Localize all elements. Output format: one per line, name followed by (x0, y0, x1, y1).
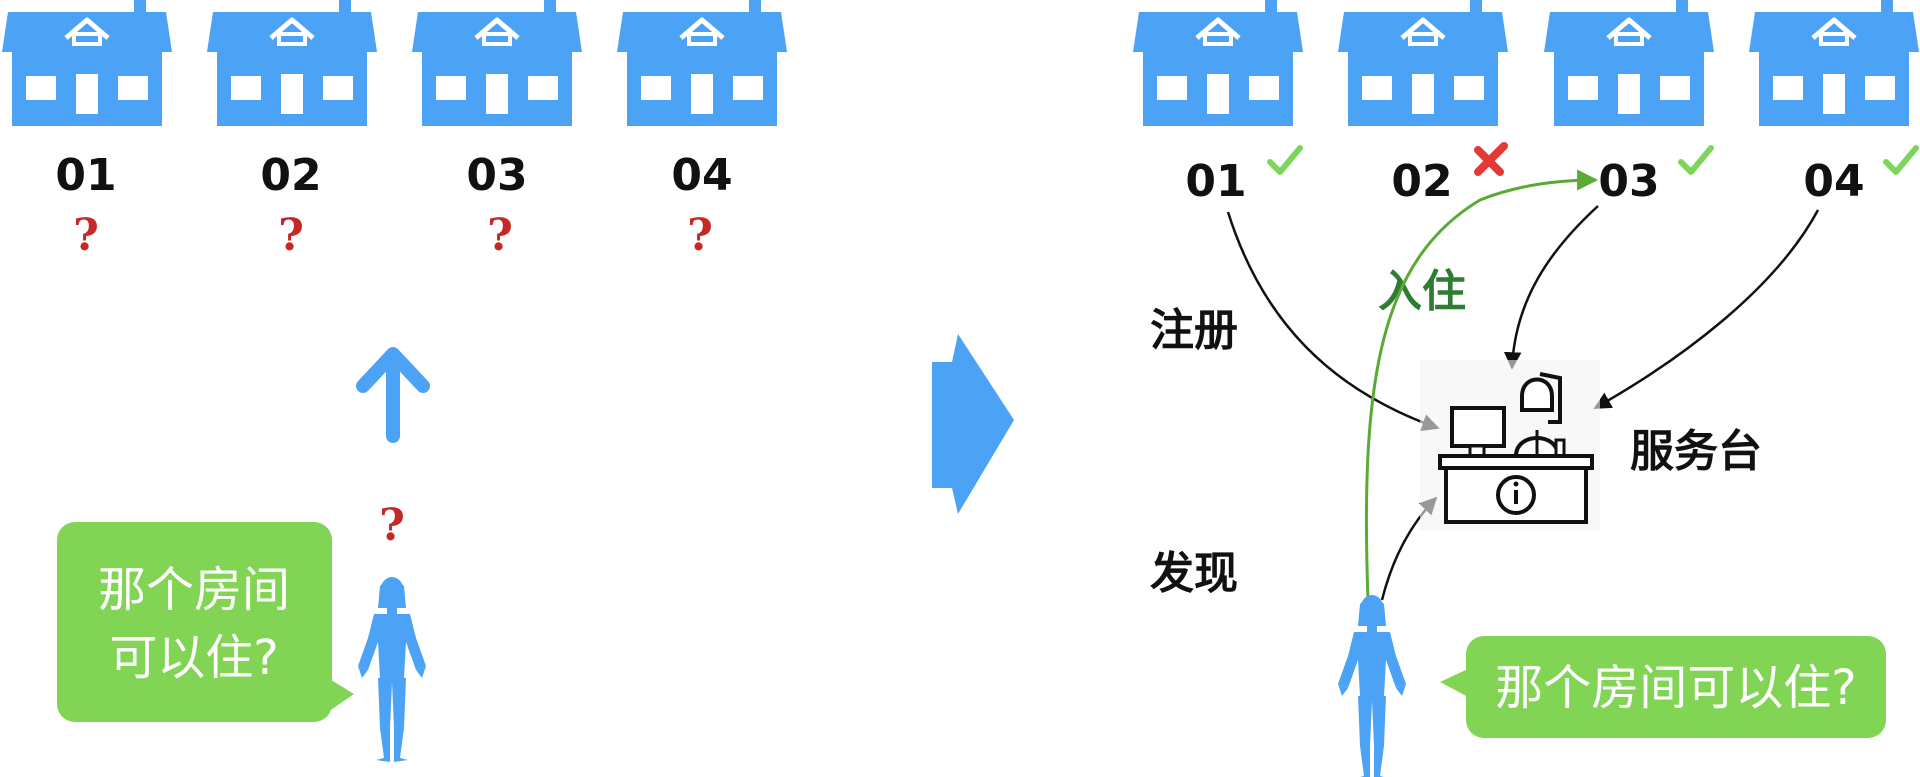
room-label: 01 (55, 150, 116, 201)
left-room-01: 01 ? (2, 0, 172, 261)
right-room-01: 01 (1133, 0, 1303, 207)
house-icon (207, 0, 377, 126)
register-arrow-01 (1228, 212, 1438, 428)
speech-bubble: 那个房间 可以住? (57, 522, 354, 722)
left-room-03: 03 ? (412, 0, 582, 261)
register-label: 注册 (1150, 305, 1238, 356)
service-desk-icon (1420, 360, 1600, 530)
check-icon (1681, 148, 1711, 172)
house-icon (1133, 0, 1303, 126)
left-panel: 01 ? 02 ? 03 ? 04 ? ? 那个房间 可以住? (2, 0, 787, 762)
person-question-mark: ? (379, 500, 405, 551)
room-label: 04 (1803, 156, 1864, 207)
left-room-04: 04 ? (617, 0, 787, 261)
service-desk-label: 服务台 (1630, 426, 1762, 477)
bubble-text-line-1: 那个房间 (98, 562, 290, 618)
room-label: 02 (1391, 156, 1452, 207)
room-status-question: ? (487, 210, 513, 261)
check-icon (1886, 148, 1916, 172)
right-room-03: 03 (1544, 0, 1714, 207)
bubble-text-line-2: 可以住? (109, 630, 278, 686)
house-icon (1749, 0, 1919, 126)
register-arrow-04 (1595, 210, 1818, 408)
register-arrow-03 (1512, 206, 1598, 368)
house-icon (2, 0, 172, 126)
check-icon (1270, 148, 1300, 172)
person-silhouette-icon (358, 577, 426, 762)
cross-icon (1478, 146, 1504, 172)
room-label: 04 (671, 150, 732, 201)
discover-label: 发现 (1150, 548, 1238, 599)
house-icon (1544, 0, 1714, 126)
right-panel: 01 02 03 04 注册 发现 入住 服务台 (1133, 0, 1919, 777)
right-room-04: 04 (1749, 0, 1919, 207)
bubble-text: 那个房间可以住? (1495, 660, 1856, 716)
arrow-up-icon (363, 354, 423, 436)
room-status-question: ? (278, 210, 304, 261)
left-room-02: 02 ? (207, 0, 377, 261)
house-icon (617, 0, 787, 126)
house-icon (412, 0, 582, 126)
chevron-right-arrow-icon (932, 334, 1014, 514)
right-room-02: 02 (1338, 0, 1508, 207)
room-label: 03 (1598, 156, 1659, 207)
room-status-question: ? (73, 210, 99, 261)
room-label: 01 (1185, 156, 1246, 207)
speech-bubble: 那个房间可以住? (1440, 636, 1886, 738)
room-label: 03 (466, 150, 527, 201)
check-in-label: 入住 (1378, 266, 1466, 317)
room-label: 02 (260, 150, 321, 201)
room-status-question: ? (687, 210, 713, 261)
house-icon (1338, 0, 1508, 126)
person-silhouette-icon (1338, 595, 1406, 777)
